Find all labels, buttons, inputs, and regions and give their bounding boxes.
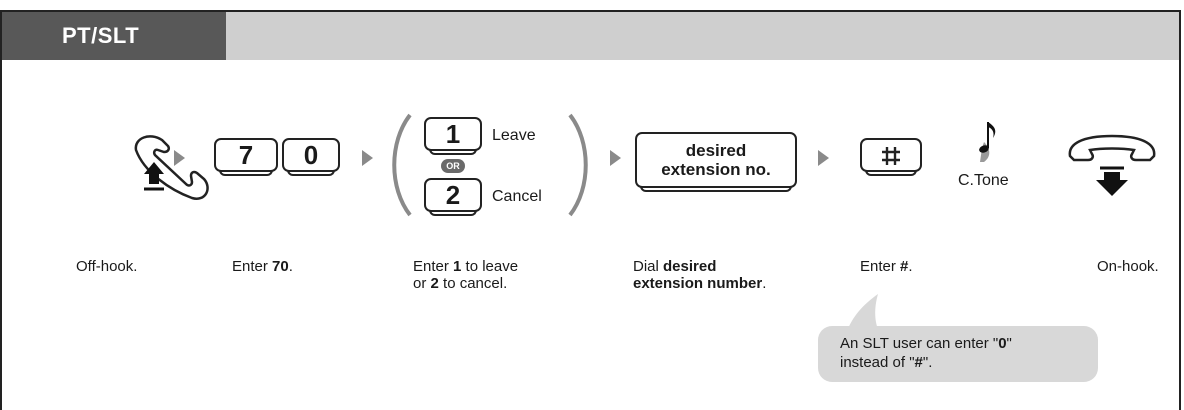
key-0: 0 (282, 138, 340, 176)
hash-icon (882, 147, 900, 165)
key-2: 2 (424, 178, 482, 216)
desired-extension-key: desired extension no. (635, 132, 797, 192)
hash-key (860, 138, 922, 176)
onhook-caption: On-hook. (1097, 258, 1159, 275)
arrow-right-icon (362, 150, 373, 166)
procedure-frame (0, 10, 1181, 410)
left-paren-icon (392, 113, 412, 217)
offhook-handset-icon (134, 135, 209, 200)
offhook-caption: Off-hook. (76, 258, 138, 275)
header-tab: PT/SLT (2, 12, 226, 60)
arrow-right-icon (610, 150, 621, 166)
dial-caption: Dial desired extension number. (633, 258, 767, 292)
note-bubble: An SLT user can enter "0" instead of "#"… (818, 326, 1098, 382)
right-paren-icon (568, 113, 588, 217)
enter70-caption: Enter 70. (232, 258, 293, 275)
choice-caption: Enter 1 to leave or 2 to cancel. (413, 258, 519, 292)
key-7: 7 (214, 138, 278, 176)
key-1: 1 (424, 117, 482, 155)
or-badge: OR (441, 159, 465, 173)
hash-caption: Enter #. (860, 258, 913, 275)
key-text-line2: extension no. (661, 160, 771, 179)
music-note-icon (979, 122, 996, 162)
tone-label: C.Tone (958, 172, 1009, 189)
bubble-tail (846, 294, 880, 334)
arrow-right-icon (818, 150, 829, 166)
cancel-label: Cancel (492, 188, 542, 205)
arrow-right-icon (174, 150, 185, 166)
onhook-handset-icon (1068, 134, 1156, 196)
key-text-line1: desired (685, 141, 747, 160)
leave-label: Leave (492, 127, 536, 144)
